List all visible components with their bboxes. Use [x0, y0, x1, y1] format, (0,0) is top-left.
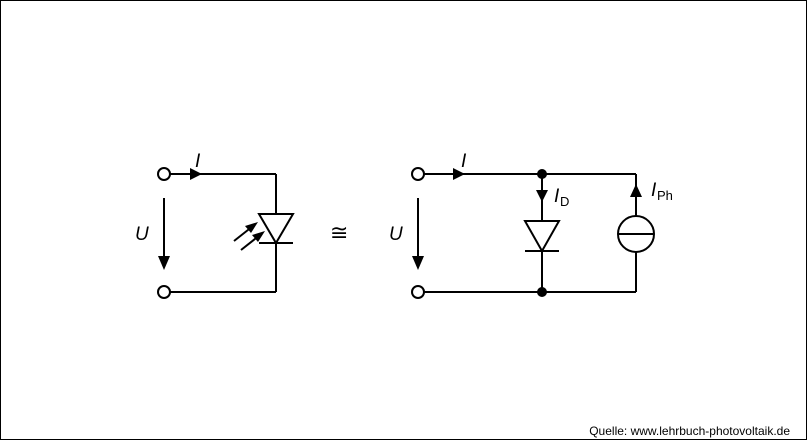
left-current-arrowhead — [190, 168, 202, 180]
right-circuit — [411, 167, 655, 299]
photo-current-subscript: Ph — [657, 188, 673, 203]
right-voltage-label: U — [389, 224, 403, 245]
equivalence-symbol: ≅ — [330, 221, 348, 246]
left-current-label: I — [195, 151, 201, 172]
diode-triangle — [523, 220, 561, 254]
current-source-symbol — [617, 215, 655, 253]
right-terminal-bottom — [411, 285, 425, 299]
right-voltage-arrowhead — [412, 256, 424, 270]
left-terminal-bottom — [157, 285, 171, 299]
right-current-label: I — [461, 151, 467, 172]
left-voltage-label: U — [135, 224, 149, 245]
diode-current-subscript: D — [560, 194, 569, 209]
light-arrowhead-1 — [245, 222, 258, 233]
right-current-arrowhead — [453, 168, 465, 180]
diode-symbol — [523, 220, 561, 254]
junction-top — [537, 169, 547, 179]
left-voltage-arrowhead — [158, 256, 170, 270]
photo-current-arrowhead — [630, 184, 642, 197]
photodiode-triangle — [257, 213, 295, 245]
photo-current-label: I — [651, 180, 657, 201]
left-terminal-top — [157, 167, 171, 181]
source-credit: Quelle: www.lehrbuch-photovoltaik.de — [589, 424, 790, 438]
photodiode-symbol — [257, 213, 295, 245]
left-circuit — [157, 167, 295, 299]
light-arrowhead-2 — [252, 231, 265, 242]
right-terminal-top — [411, 167, 425, 181]
diode-current-arrowhead — [536, 190, 548, 202]
junction-bottom — [537, 287, 547, 297]
diode-current-label: I — [554, 186, 560, 207]
